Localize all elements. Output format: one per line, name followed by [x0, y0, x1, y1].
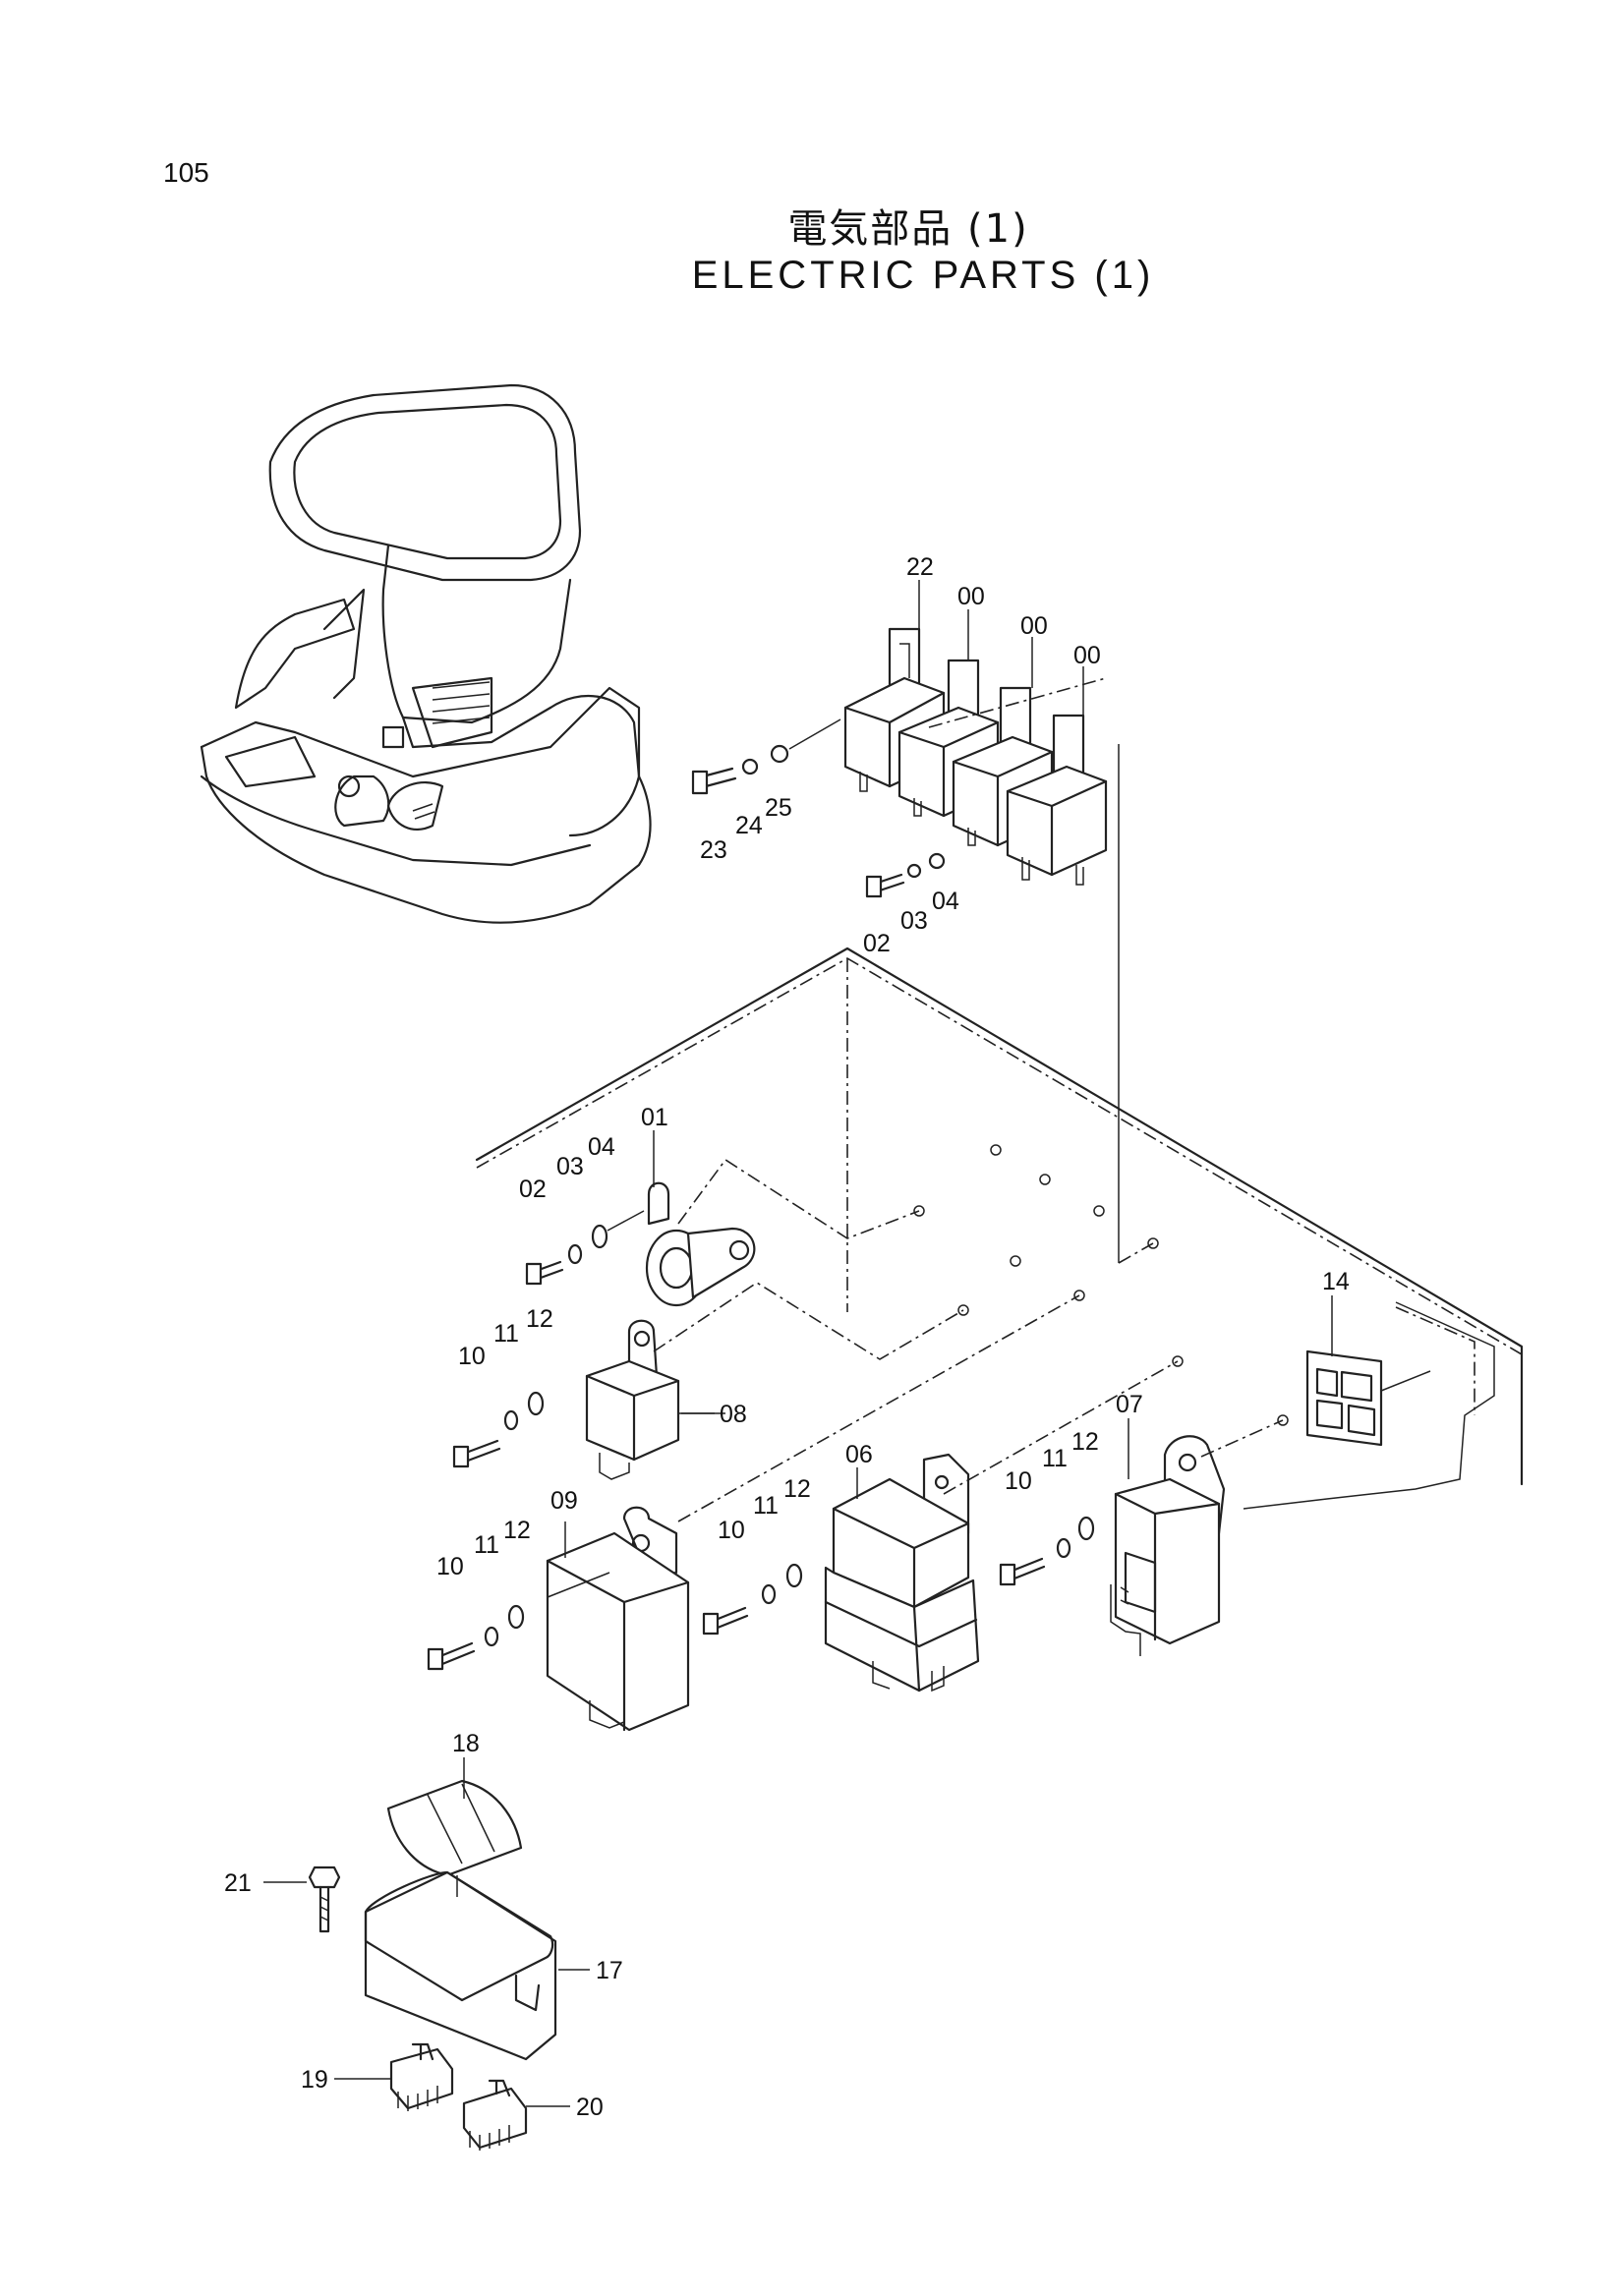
callout-10: 10 [718, 1517, 745, 1544]
callout-04: 04 [588, 1133, 615, 1161]
callout-18: 18 [452, 1730, 480, 1757]
callout-02: 02 [863, 930, 891, 957]
fuse-19 [389, 2042, 454, 2111]
callout-17: 17 [596, 1957, 623, 1984]
callout-labels: 22 00 00 00 25 24 23 04 03 02 01 04 03 0… [224, 553, 1350, 2121]
callout-06: 06 [845, 1441, 873, 1468]
callout-08: 08 [720, 1401, 747, 1428]
lock-washer-11-b [484, 1626, 499, 1647]
screw-10-c [702, 1606, 749, 1636]
callout-14: 14 [1322, 1268, 1350, 1295]
callout-03: 03 [900, 907, 928, 935]
screw-02-lower [525, 1260, 564, 1286]
callout-01: 01 [641, 1104, 668, 1131]
washer-12-b [507, 1604, 525, 1630]
screw-23 [691, 767, 737, 795]
callout-25: 25 [765, 794, 792, 822]
fuse-box-cover-18 [386, 1779, 523, 1877]
callout-00: 00 [1073, 642, 1101, 669]
callout-22: 22 [906, 553, 934, 581]
washer-12-a [527, 1391, 545, 1416]
mounting-panel [475, 947, 1524, 1510]
callout-11: 11 [493, 1320, 519, 1348]
relay-08 [585, 1282, 964, 1480]
washer-12-d [1077, 1516, 1095, 1541]
callout-24: 24 [735, 812, 763, 839]
callout-10: 10 [458, 1343, 486, 1370]
callout-19: 19 [301, 2066, 328, 2094]
callout-10: 10 [436, 1553, 464, 1580]
screw-10-b [427, 1641, 476, 1671]
callout-21: 21 [224, 1869, 252, 1897]
fuse-box-17 [364, 1870, 557, 2061]
page-title-japanese: 電気部品 (1) [787, 206, 1029, 252]
buzzer-01 [645, 1158, 920, 1307]
washer-25 [770, 744, 789, 764]
lock-washer-24 [741, 758, 759, 775]
relay-row [843, 659, 1108, 886]
callout-11: 11 [1042, 1445, 1068, 1472]
washer-04-upper [928, 852, 946, 870]
callout-02: 02 [519, 1176, 547, 1203]
page-title-english: ELECTRIC PARTS (1) [691, 254, 1155, 297]
relay-09 [546, 1294, 1080, 1732]
washer-12-c [785, 1563, 803, 1588]
screw-10-d [999, 1557, 1046, 1586]
callout-00: 00 [957, 583, 985, 610]
relay-06 [824, 1360, 1179, 1693]
callout-07: 07 [1116, 1391, 1143, 1418]
callout-20: 20 [576, 2094, 604, 2121]
lock-washer-03-lower [567, 1243, 583, 1265]
label-plate-14 [1305, 1349, 1431, 1447]
callout-11: 11 [474, 1531, 499, 1559]
callout-23: 23 [700, 836, 727, 864]
callout-09: 09 [550, 1487, 578, 1515]
fuse-20 [462, 2079, 528, 2151]
callout-11: 11 [753, 1492, 779, 1520]
callout-12: 12 [503, 1517, 531, 1544]
bolt-21 [308, 1866, 341, 1933]
page-number: 105 [163, 157, 209, 188]
washer-04-lower [591, 1224, 608, 1249]
screw-10-a [452, 1439, 501, 1468]
callout-12: 12 [526, 1305, 553, 1333]
machine-overview-illustration [200, 383, 652, 924]
callout-12: 12 [1071, 1428, 1099, 1456]
relay-07 [1110, 1419, 1284, 1656]
callout-leaders [263, 580, 1333, 2107]
callout-12: 12 [783, 1475, 811, 1503]
callout-04: 04 [932, 888, 959, 915]
lock-washer-03-upper [906, 863, 922, 879]
callout-00: 00 [1020, 612, 1048, 640]
lock-washer-11-c [761, 1583, 777, 1605]
leader-line [607, 1210, 645, 1232]
screw-02-upper [865, 873, 905, 898]
lock-washer-11-d [1056, 1537, 1071, 1559]
lock-washer-11-a [503, 1409, 519, 1431]
callout-03: 03 [556, 1153, 584, 1180]
callout-10: 10 [1005, 1467, 1032, 1495]
leader-line [788, 718, 841, 750]
